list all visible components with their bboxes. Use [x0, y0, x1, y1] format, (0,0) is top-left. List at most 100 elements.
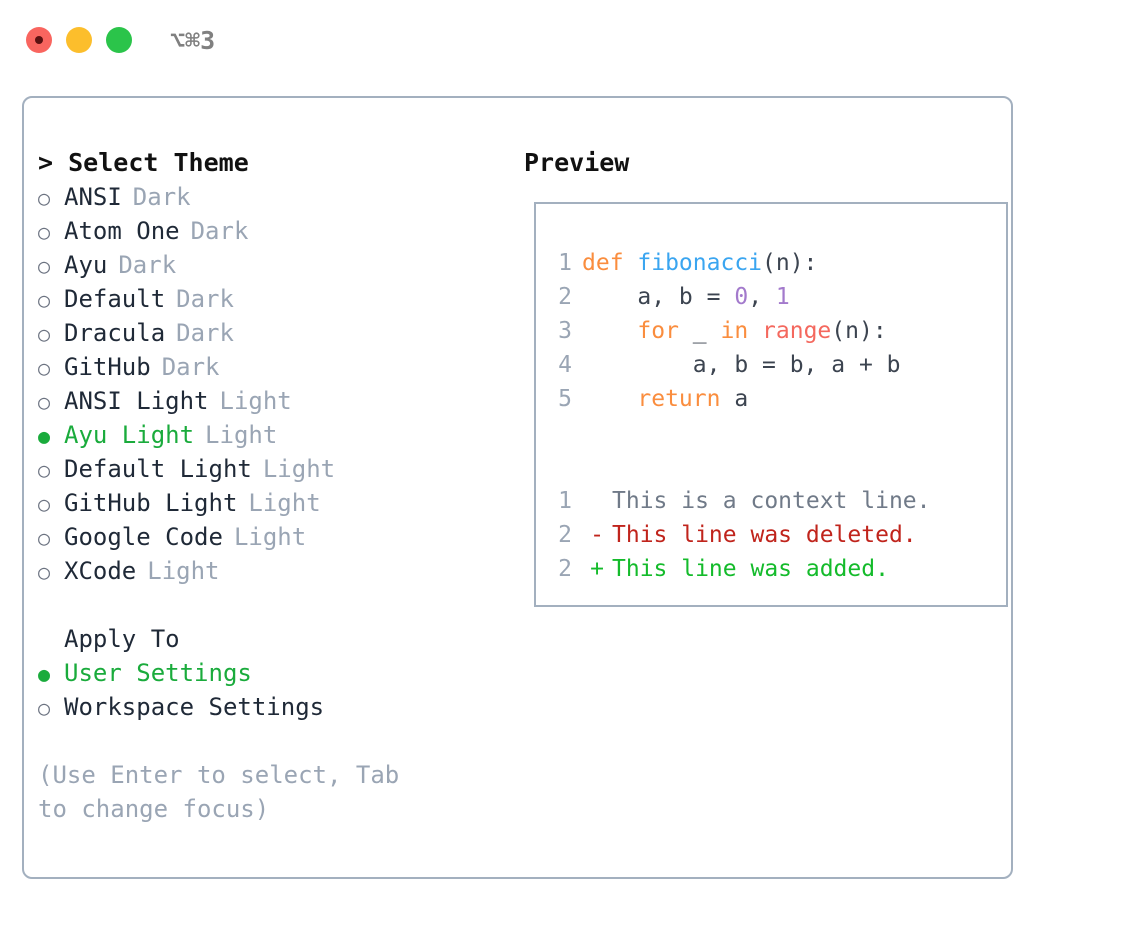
code-line-text: a, b = 0, 1 [582, 280, 790, 314]
theme-option-atom-one[interactable]: ○ Atom One Dark [38, 214, 502, 248]
code-token-num: 1 [775, 284, 790, 310]
code-token-kw: def [582, 250, 638, 276]
radio-unselected-icon: ○ [38, 696, 51, 720]
diff-marker-ctx [582, 484, 612, 518]
theme-option-label: Dracula [64, 319, 166, 347]
code-line-text: return a [582, 382, 748, 416]
code-line: 2 a, b = 0, 1 [536, 280, 1006, 314]
code-line-text: def fibonacci(n): [582, 246, 817, 280]
radio-unselected-icon: ○ [38, 390, 51, 414]
code-token-plain: a [720, 386, 749, 412]
code-line-number: 5 [558, 386, 572, 412]
theme-option-label: Google Code [64, 523, 223, 551]
radio-unselected-icon: ○ [38, 458, 51, 482]
code-token-plain: (n): [762, 250, 818, 276]
minimize-window-icon[interactable] [66, 27, 92, 53]
code-token-kw: for [637, 318, 679, 344]
radio-unselected-icon: ○ [38, 288, 51, 312]
code-line-text: a, b = b, a + b [582, 348, 901, 382]
theme-option-kind-badge: Light [262, 455, 336, 483]
apply-to-option-user-settings[interactable]: ● User Settings [38, 656, 502, 690]
code-token-plain: (n): [831, 318, 887, 344]
radio-unselected-icon: ○ [38, 254, 51, 278]
code-token-builtin: range [762, 318, 832, 344]
code-token-plain [582, 318, 637, 344]
theme-option-default-light[interactable]: ○ Default Light Light [38, 452, 502, 486]
code-token-kw: return [637, 386, 721, 412]
diff-marker-add: + [590, 556, 604, 582]
theme-option-ansi-light[interactable]: ○ ANSI Light Light [38, 384, 502, 418]
radio-selected-icon: ● [38, 424, 51, 448]
code-line-text: for _ in range(n): [582, 314, 887, 348]
apply-to-header: Apply To [64, 625, 180, 653]
theme-option-kind-badge: Light [219, 387, 292, 415]
theme-option-label: GitHub Light [64, 489, 238, 517]
radio-unselected-icon: ○ [38, 526, 51, 550]
code-line: 4 a, b = b, a + b [536, 348, 1006, 382]
code-token-plain [748, 318, 762, 344]
apply-to-option-workspace-settings[interactable]: ○Workspace Settings [38, 690, 502, 724]
diff-sample: 1 This is a context line.2-This line was… [536, 484, 1006, 586]
theme-option-kind-badge: Dark [132, 183, 191, 211]
diff-marker-del: - [590, 522, 604, 548]
keyboard-shortcut-label: ⌥⌘3 [170, 25, 216, 55]
radio-unselected-icon: ○ [38, 220, 51, 244]
code-token-plain: , [748, 284, 776, 310]
code-token-plain [582, 386, 637, 412]
select-theme-header: > Select Theme [38, 146, 502, 180]
diff-line-number: 2 [558, 556, 572, 582]
close-window-icon[interactable] [26, 27, 52, 53]
radio-unselected-icon: ○ [38, 560, 51, 584]
apply-to-option-label: User Settings [64, 659, 252, 687]
code-line-number: 4 [558, 352, 572, 378]
maximize-window-icon[interactable] [106, 27, 132, 53]
radio-selected-icon: ● [38, 662, 51, 686]
theme-option-label: ANSI [64, 183, 122, 211]
theme-option-label: Default [64, 285, 166, 313]
code-token-plain: _ [678, 318, 721, 344]
theme-option-kind-badge: Dark [176, 319, 234, 347]
code-token-plain: a, b = [582, 284, 735, 310]
code-line: 1 def fibonacci(n): [536, 246, 1006, 280]
list-spacer [38, 588, 502, 622]
prompt-caret-icon: > [38, 148, 54, 177]
theme-option-kind-badge: Light [248, 489, 321, 517]
theme-option-label: Ayu [64, 251, 108, 279]
theme-option-label: Atom One [64, 217, 180, 245]
theme-option-kind-badge: Dark [161, 353, 220, 381]
theme-option-github[interactable]: ○ GitHub Dark [38, 350, 502, 384]
hint-spacer [38, 724, 502, 758]
theme-option-label: ANSI Light [64, 387, 209, 415]
theme-option-kind-badge: Light [205, 421, 278, 449]
theme-option-label: GitHub [64, 353, 151, 381]
code-token-kw: in [720, 318, 749, 344]
diff-line-text: This line was added. [612, 556, 889, 582]
window-controls [26, 27, 132, 53]
diff-line-del: 2-This line was deleted. [536, 518, 1006, 552]
radio-unselected-icon: ○ [38, 356, 51, 380]
diff-line-number: 1 [558, 488, 572, 514]
code-token-plain: a, b = b, a + b [582, 352, 901, 378]
theme-option-kind-badge: Light [147, 557, 220, 585]
code-diff-separator [536, 416, 1006, 450]
theme-option-label: Default Light [64, 455, 252, 483]
code-line-number: 1 [558, 250, 572, 276]
code-line-number: 2 [558, 284, 572, 310]
diff-line-text: This line was deleted. [612, 522, 917, 548]
code-token-num: 0 [734, 284, 749, 310]
theme-option-kind-badge: Dark [190, 217, 249, 245]
diff-line-add: 2 + This line was added. [536, 552, 1006, 586]
